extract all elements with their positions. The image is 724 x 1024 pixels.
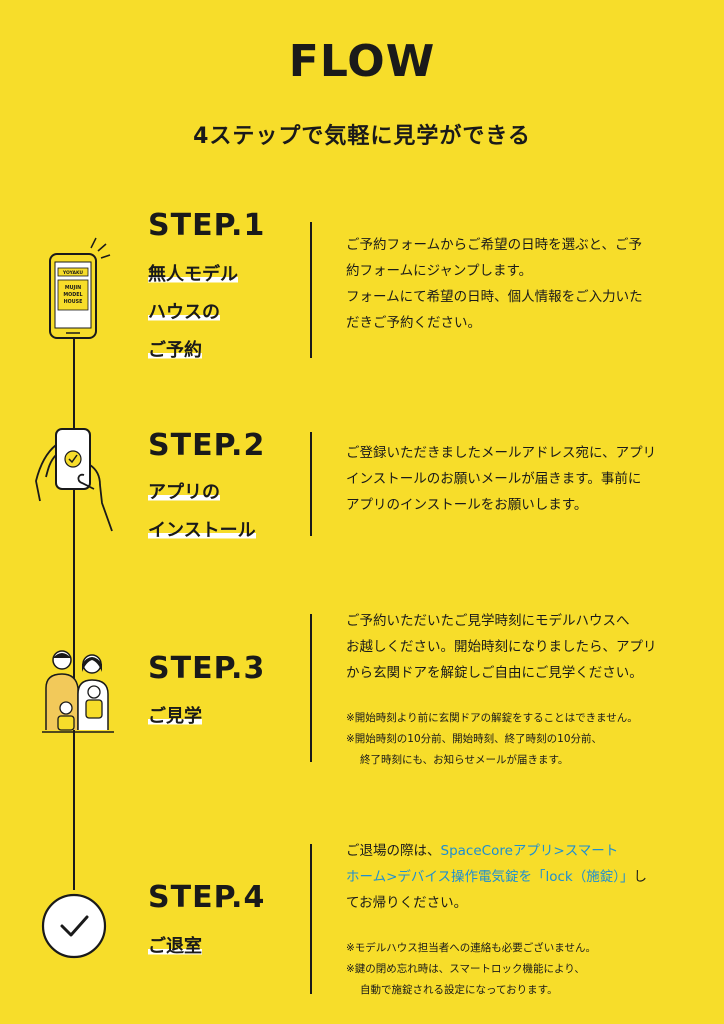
phone-screen-line3: HOUSE (64, 299, 83, 305)
step1-name-line3: ご予約 (148, 340, 202, 361)
step4-note3: 自動で施錠される設定になっております。 (360, 984, 558, 996)
step3-name-line1: ご見学 (148, 706, 202, 727)
step2-name-line1: アプリの (148, 482, 220, 503)
step3-note1: ※開始時刻より前に玄関ドアの解錠をすることはできません。 (346, 712, 638, 724)
step3-desc-line2: お越しください。開始時刻になりましたら、アプリ (346, 639, 657, 655)
step3-description: ご予約いただいたご見学時刻にモデルハウスへ お越しください。開始時刻になりました… (346, 608, 696, 686)
step3-desc-line1: ご予約いただいたご見学時刻にモデルハウスへ (346, 613, 630, 629)
step4-description: ご退場の際は、SpaceCoreアプリ>スマート ホーム>デバイス操作電気錠を「… (346, 838, 706, 916)
step4-desc-line2-plain: し (633, 869, 648, 885)
step1-desc-line4: だきご予約ください。 (346, 315, 481, 331)
step2-name-line2: インストール (148, 520, 256, 541)
phone-screen-top-text: YOYAKU (62, 270, 83, 276)
step3-name: ご見学 (148, 698, 202, 736)
step1-divider (310, 222, 312, 358)
step4-label: STEP.4 (148, 880, 266, 915)
step4-name: ご退室 (148, 928, 202, 966)
page-title: FLOW (288, 36, 436, 87)
step2-desc-line1: ご登録いただきましたメールアドレス宛に、アプリ (346, 445, 657, 461)
step4-desc-line1-plain: ご退場の際は、 (346, 843, 441, 859)
hand-phone-check-icon (32, 425, 122, 535)
step2-label: STEP.2 (148, 428, 266, 463)
step3-note2: ※開始時刻の10分前、開始時刻、終了時刻の10分前、 (346, 733, 603, 745)
step4-desc-line2: ホーム>デバイス操作電気錠を「lock（施錠）」し (346, 864, 706, 890)
step1-name-line1: 無人モデル (148, 264, 238, 285)
step4-notes: ※モデルハウス担当者への連絡も必要ございません。 ※鍵の閉め忘れ時は、スマートロ… (346, 938, 696, 1001)
step4-name-line1: ご退室 (148, 936, 202, 957)
step4-desc-line3: てお帰りください。 (346, 895, 468, 911)
step1-desc-line1: ご予約フォームからご希望の日時を選ぶと、ご予 (346, 237, 643, 253)
phone-screen-line1: MUJIN (65, 285, 81, 291)
step4-desc-line1: ご退場の際は、SpaceCoreアプリ>スマート (346, 838, 706, 864)
step3-notes: ※開始時刻より前に玄関ドアの解錠をすることはできません。 ※開始時刻の10分前、… (346, 708, 696, 771)
step4-app-path-link-part1: SpaceCoreアプリ>スマート (440, 843, 619, 859)
step3-divider (310, 614, 312, 762)
phone-screen-line2: MODEL (63, 292, 82, 298)
step4-note2: ※鍵の閉め忘れ時は、スマートロック機能により、 (346, 963, 585, 975)
step1-desc-line3: フォームにて希望の日時、個人情報をご入力いた (346, 289, 643, 305)
step4-note1: ※モデルハウス担当者への連絡も必要ございません。 (346, 942, 596, 954)
step1-label: STEP.1 (148, 208, 266, 243)
page-subtitle: 4ステップで気軽に見学ができる (193, 124, 531, 149)
smartphone-icon: YOYAKU MUJIN MODEL HOUSE (44, 232, 114, 342)
checkmark-circle-icon (40, 892, 108, 960)
step2-desc-line3: アプリのインストールをお願いします。 (346, 497, 588, 513)
step3-note3: 終了時刻にも、お知らせメールが届きます。 (360, 754, 569, 766)
step2-name: アプリの インストール (148, 474, 256, 550)
step2-divider (310, 432, 312, 536)
step1-description: ご予約フォームからご希望の日時を選ぶと、ご予 約フォームにジャンプします。 フォ… (346, 232, 696, 336)
step1-name: 無人モデル ハウスの ご予約 (148, 256, 238, 370)
step3-desc-line3: から玄関ドアを解錠しご自由にご見学ください。 (346, 665, 643, 681)
step2-desc-line2: インストールのお願いメールが届きます。事前に (346, 471, 642, 487)
timeline-line (73, 330, 75, 890)
step4-divider (310, 844, 312, 994)
family-icon (38, 646, 118, 736)
step4-app-path-link-part2: ホーム>デバイス操作電気錠を「lock（施錠）」 (346, 869, 634, 885)
step1-desc-line2: 約フォームにジャンプします。 (346, 263, 533, 279)
step3-label: STEP.3 (148, 651, 266, 686)
step2-description: ご登録いただきましたメールアドレス宛に、アプリ インストールのお願いメールが届き… (346, 440, 696, 518)
step1-name-line2: ハウスの (148, 302, 220, 323)
